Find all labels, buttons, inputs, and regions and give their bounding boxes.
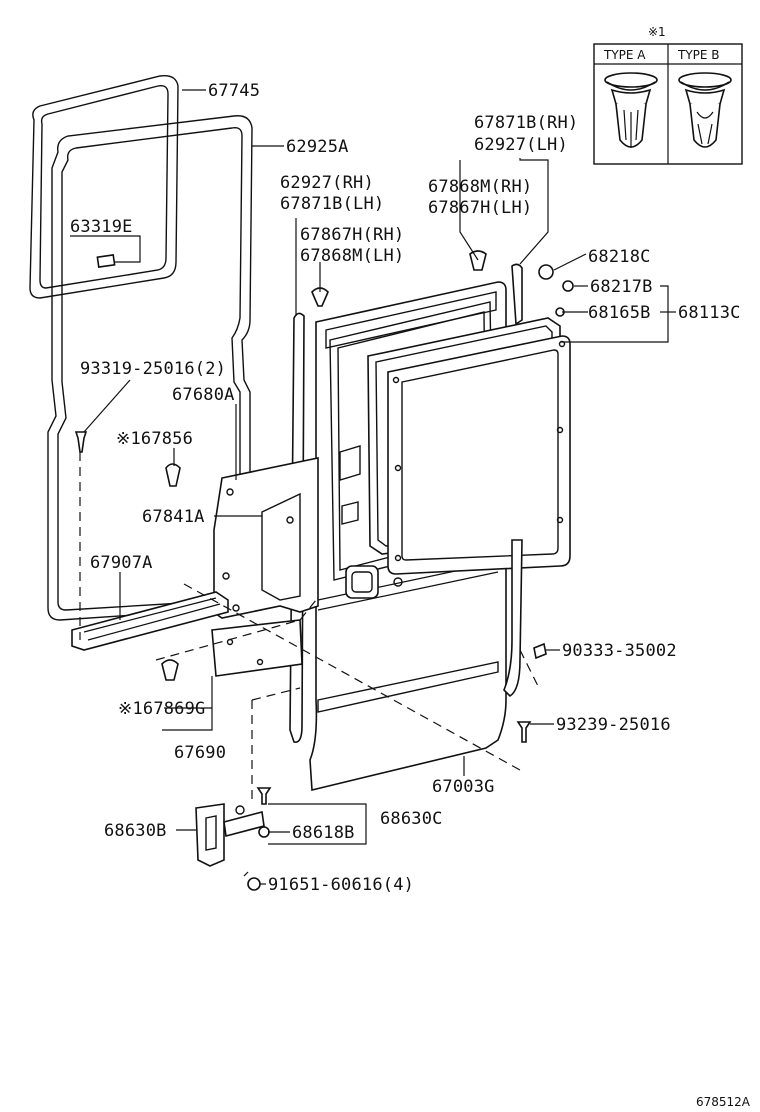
label-67869g: ※167869G [118,699,206,719]
label-93319: 93319-25016(2) [80,359,226,379]
label-68217b: 68217B [590,277,653,297]
hinge-68630c [195,803,265,867]
label-67907a: 67907A [90,553,153,573]
label-68630b: 68630B [104,821,167,841]
label-93239: 93239-25016 [556,715,671,735]
legend-type-b: TYPE B [677,48,720,62]
label-67868m-lh: 67868M(LH) [300,246,404,266]
label-67680a: 67680A [172,385,235,405]
legend-type-a: TYPE A [603,48,646,62]
label-67867h-rh: 67867H(RH) [300,225,404,245]
clip-type-legend: ※1 TYPE A TYPE B [593,25,743,165]
label-67690: 67690 [174,743,226,763]
window-glass-68113c [387,335,571,575]
label-67745: 67745 [208,81,260,101]
part-labels: 67745 62925A 63319E 67871B(RH) 62927(LH)… [70,81,751,1109]
label-67871b-lh: 67871B(LH) [280,194,384,214]
moulding-62927-rh [503,263,523,698]
label-67841a: 67841A [142,507,205,527]
label-67871b-rh: 67871B(RH) [474,113,578,133]
weatherstrip-67745 [29,75,179,299]
scuff-plate-67907a [71,591,229,651]
label-67868m-rh: 67868M(RH) [428,177,532,197]
legend-note-mark: ※1 [648,25,666,39]
label-62927-rh: 62927(RH) [280,173,374,193]
label-68618b: 68618B [292,823,355,843]
label-62927-lh: 62927(LH) [474,135,568,155]
clip-63319e [96,254,116,268]
fasteners [74,250,574,891]
leader-lines [70,89,676,885]
label-63319e: 63319E [70,217,133,237]
clip-type-a-icon [604,72,658,148]
trim-board-67680a [213,457,319,619]
label-67856: ※167856 [116,429,193,449]
label-68630c: 68630C [380,809,443,829]
clip-type-b-icon [678,72,732,148]
label-68113c: 68113C [678,303,741,323]
trim-board-67690 [211,619,303,677]
label-67867h-lh: 67867H(LH) [428,198,532,218]
label-91651: 91651-60616(4) [268,875,414,895]
figure-code: 678512A [696,1095,751,1109]
label-67003g: 67003G [432,777,495,797]
label-68165b: 68165B [588,303,651,323]
label-62925a: 62925A [286,137,349,157]
label-68218c: 68218C [588,247,651,267]
label-90333: 90333-35002 [562,641,677,661]
assembly-guides [79,452,541,800]
weatherstrip-62925a [47,115,253,621]
